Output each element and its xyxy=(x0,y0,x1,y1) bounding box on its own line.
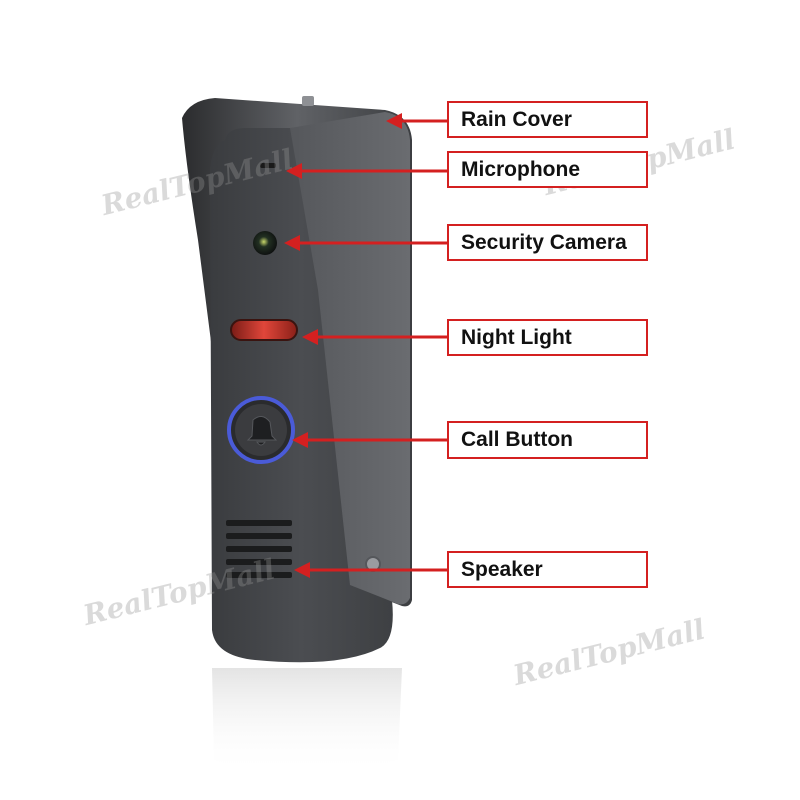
callout-night-light: Night Light xyxy=(447,319,648,356)
callout-label: Microphone xyxy=(461,157,580,181)
camera-lens xyxy=(253,231,277,255)
arrowhead-speaker xyxy=(294,562,310,578)
callout-label: Call Button xyxy=(461,428,573,451)
arrowhead-security-camera xyxy=(284,235,300,251)
night-light-led xyxy=(230,319,298,341)
callout-rain-cover: Rain Cover xyxy=(447,101,648,138)
callout-label: Rain Cover xyxy=(461,107,572,131)
callout-label: Night Light xyxy=(461,325,572,349)
arrowhead-call-button xyxy=(292,432,308,448)
callout-speaker: Speaker xyxy=(447,551,648,588)
floor-reflection xyxy=(212,668,402,775)
callout-call-button: Call Button xyxy=(447,421,648,459)
bell-icon xyxy=(246,416,278,446)
callout-security-camera: Security Camera xyxy=(447,224,648,261)
arrowhead-night-light xyxy=(302,329,318,345)
callout-label: Security Camera xyxy=(461,230,627,254)
callout-microphone: Microphone xyxy=(447,151,648,188)
rain-cover-front xyxy=(290,112,410,605)
arrowhead-microphone xyxy=(286,163,302,179)
speaker-grille xyxy=(226,520,292,578)
callout-label: Speaker xyxy=(461,557,543,581)
microphone-hole xyxy=(260,163,276,168)
arrowhead-rain-cover xyxy=(386,113,402,129)
top-screw xyxy=(302,96,314,106)
callout-arrows xyxy=(284,113,447,578)
